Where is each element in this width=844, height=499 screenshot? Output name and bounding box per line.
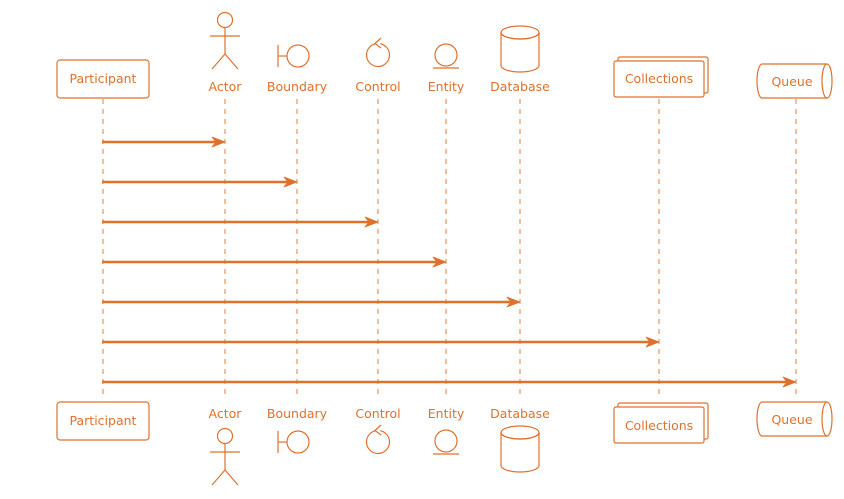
participant-queue-top: Queue <box>756 63 833 99</box>
participant-actor-bottom: Actor <box>209 406 243 486</box>
participant-database-top: Database <box>490 25 550 94</box>
participant-label: Collections <box>625 71 693 86</box>
participant-boundary-bottom: Boundary <box>267 406 328 454</box>
participant-participant-bottom: Participant <box>56 401 150 441</box>
participant-participant-top: Participant <box>56 59 150 99</box>
participant-label: Control <box>355 79 400 94</box>
arrowhead-queue <box>782 376 797 388</box>
participant-collections-top: Collections <box>613 56 709 98</box>
participant-label: Boundary <box>267 406 328 421</box>
participant-database-bottom: Database <box>490 406 550 473</box>
participant-label: Participant <box>70 413 137 428</box>
participant-queue-bottom: Queue <box>756 401 833 437</box>
participant-label: Actor <box>209 79 243 94</box>
arrowhead-collections <box>645 336 660 348</box>
arrowhead-entity <box>432 256 447 268</box>
participant-label: Queue <box>771 74 812 89</box>
participant-label: Actor <box>209 406 243 421</box>
arrowhead-actor <box>211 136 226 148</box>
participant-label: Participant <box>70 71 137 86</box>
participant-actor-top: Actor <box>209 11 243 94</box>
participant-label: Database <box>490 79 550 94</box>
participant-label: Database <box>490 406 550 421</box>
participant-control-top: Control <box>355 37 401 94</box>
participant-boundary-top: Boundary <box>267 44 328 94</box>
participant-control-bottom: Control <box>355 406 401 455</box>
arrowhead-boundary <box>283 176 298 188</box>
participant-entity-top: Entity <box>428 43 465 94</box>
participant-label: Entity <box>428 79 465 94</box>
arrowhead-database <box>506 296 521 308</box>
participant-entity-bottom: Entity <box>428 406 465 455</box>
participant-label: Boundary <box>267 79 328 94</box>
participant-label: Entity <box>428 406 465 421</box>
participant-label: Collections <box>625 418 693 433</box>
participant-label: Control <box>355 406 400 421</box>
arrowhead-control <box>364 216 379 228</box>
participant-label: Queue <box>771 412 812 427</box>
participant-collections-bottom: Collections <box>613 402 709 444</box>
